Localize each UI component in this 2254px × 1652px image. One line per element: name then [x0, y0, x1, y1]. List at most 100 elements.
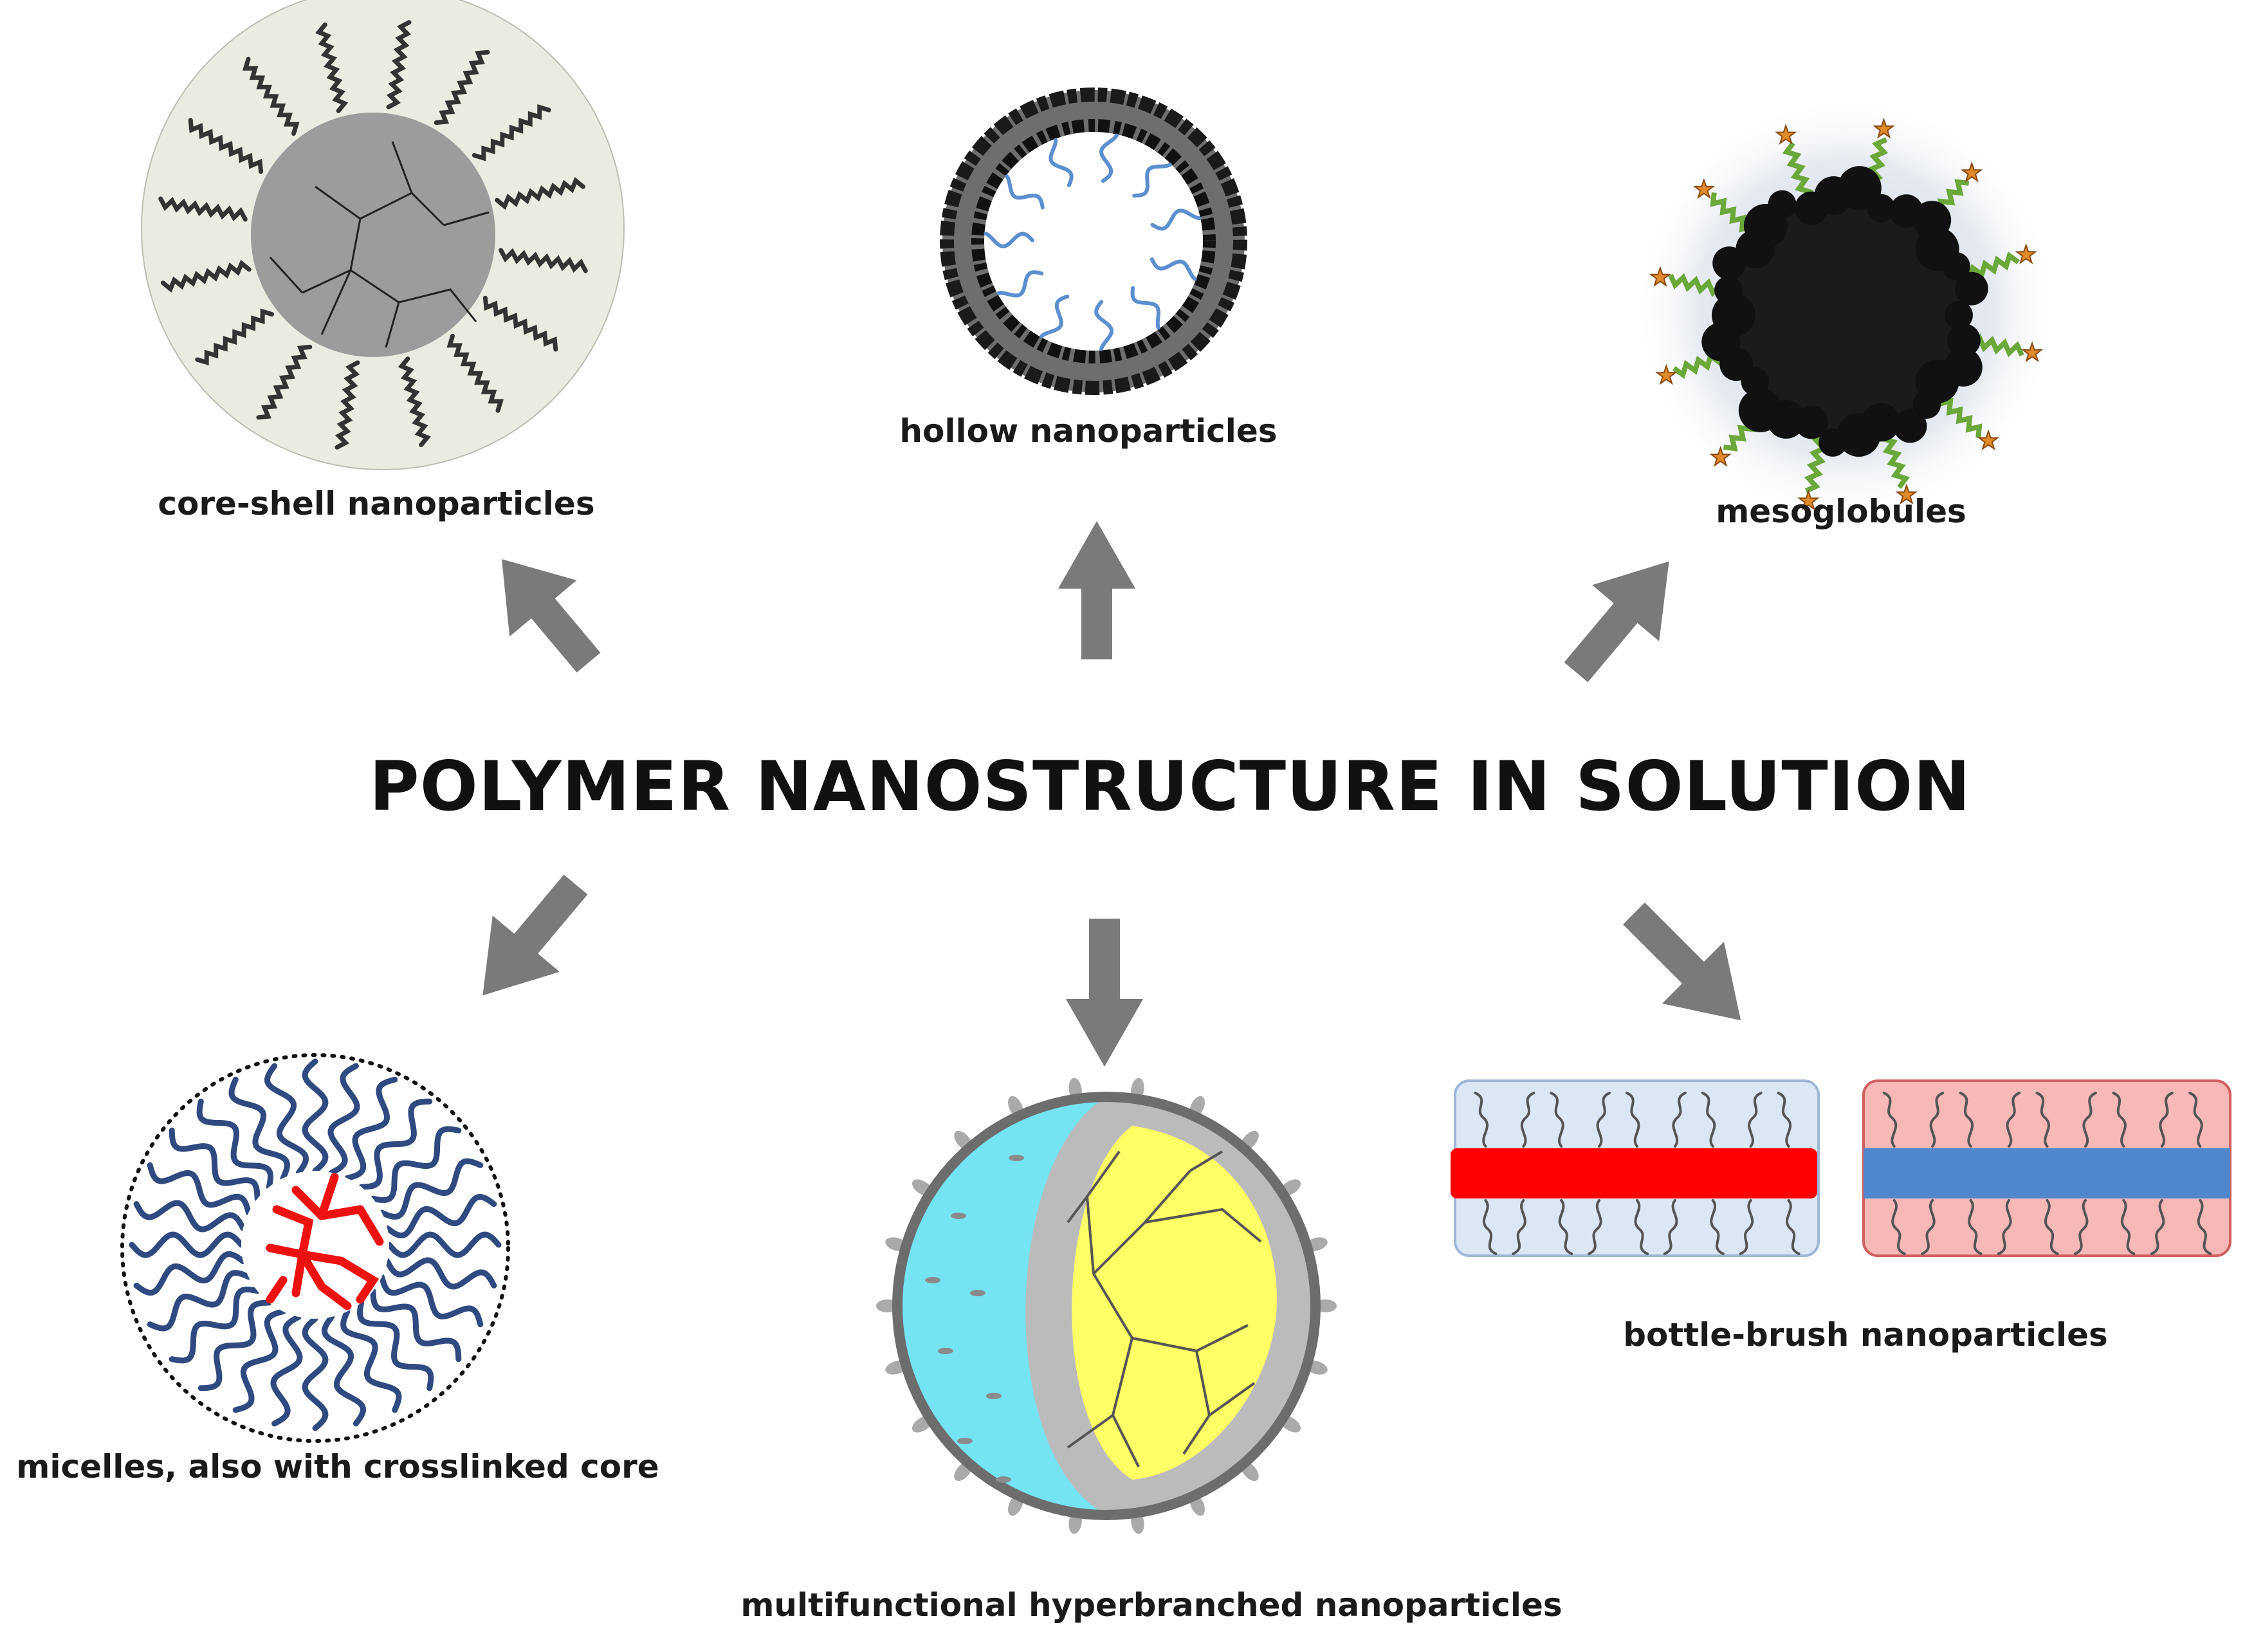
arm-end-star — [1895, 483, 1918, 505]
corona-chain — [169, 1286, 261, 1364]
corona-chain — [232, 1308, 286, 1413]
hyperbranched-outer-ring — [892, 1092, 1321, 1520]
corona-chain — [482, 295, 558, 352]
arrow-to-micelles — [482, 874, 588, 996]
side-chain — [1520, 1092, 1535, 1148]
corona-chain — [370, 1288, 462, 1363]
corona-chain — [196, 1098, 274, 1190]
corona-chain — [197, 1299, 272, 1391]
arrow-to-bottle-brush — [1623, 903, 1741, 1021]
inner-chain — [1150, 208, 1202, 231]
mesoglobules-label: mesoglobules — [1716, 493, 1966, 530]
inner-chain — [1005, 174, 1045, 210]
micelles-label: micelles, also with crosslinked core — [16, 1448, 659, 1485]
cyan-dash — [957, 1438, 973, 1444]
arrow-to-core-shell — [502, 559, 601, 673]
arrow-head — [1592, 561, 1669, 641]
side-chain — [1672, 1092, 1687, 1148]
chain-blob — [1837, 413, 1881, 457]
chain-blob — [1947, 323, 1981, 357]
corona-chain — [386, 20, 412, 109]
side-chain — [2121, 1199, 2136, 1255]
inner-chain — [996, 270, 1044, 298]
core-crosslink — [266, 1276, 288, 1304]
inner-chain — [1099, 133, 1119, 183]
corona-chain — [133, 1251, 246, 1296]
side-chain — [2112, 1092, 2127, 1148]
arm-end-star — [2021, 341, 2044, 363]
corona-chain — [321, 1314, 367, 1427]
bottle-brush-left-side-chains — [1474, 1092, 1800, 1255]
chain-blob — [1941, 252, 1970, 280]
corona-chain — [384, 1257, 497, 1290]
side-chain — [1558, 1199, 1573, 1255]
side-chain — [1891, 1199, 1906, 1255]
arrow-shaft — [510, 874, 588, 959]
hollow-label: hollow nanoparticles — [899, 412, 1278, 450]
arm-end-star — [2015, 243, 2037, 264]
core-crosslink — [272, 1205, 345, 1265]
chain-blob — [1912, 390, 1941, 419]
inner-chain — [1094, 300, 1114, 351]
corona-chain — [434, 50, 490, 125]
micelle-crosslinked-core — [266, 1173, 384, 1310]
arrow-head — [502, 559, 577, 637]
corona-chain — [495, 177, 586, 210]
chain-blob — [1819, 428, 1847, 457]
inner-chain — [1130, 286, 1160, 330]
arrow-to-mesoglobules — [1564, 561, 1669, 683]
core-shell-corona-chains — [158, 20, 588, 450]
corona-chain — [243, 57, 300, 136]
side-chain — [1701, 1092, 1716, 1148]
side-chain — [1634, 1199, 1649, 1255]
corona-chain — [256, 344, 313, 420]
core-shell-label: core-shell nanoparticles — [158, 485, 595, 522]
bottle-brush-label: bottle-brush nanoparticles — [1623, 1316, 2108, 1354]
side-chain — [2073, 1199, 2089, 1255]
side-chain — [2006, 1092, 2021, 1148]
corona-chain — [386, 1231, 502, 1258]
hyperbranched-branches — [1067, 1150, 1262, 1467]
inner-chain — [1049, 138, 1074, 187]
core-shell-illustration — [141, 0, 625, 470]
hyperbranched-illustration — [876, 1078, 1337, 1534]
cyan-dash — [970, 1290, 985, 1296]
corona-chain — [472, 104, 551, 161]
corona-chain — [499, 248, 588, 273]
arm-end-star — [1873, 117, 1895, 139]
side-chain — [1929, 1092, 1945, 1148]
arrow-shaft — [1089, 919, 1120, 1005]
side-chain — [1777, 1092, 1791, 1148]
side-chain — [2197, 1199, 2212, 1255]
micelle-corona-chains — [129, 1058, 502, 1431]
corona-chain — [228, 1076, 290, 1181]
arrow-shaft — [1564, 598, 1642, 683]
core-shell-core — [251, 113, 495, 357]
side-chain — [1882, 1092, 1898, 1148]
corona-chain — [270, 1314, 303, 1427]
arrow-head — [1066, 999, 1143, 1067]
cyan-dash — [925, 1277, 940, 1283]
side-chain — [1512, 1199, 1526, 1255]
side-chain — [1710, 1199, 1725, 1255]
side-chain — [1959, 1092, 1974, 1148]
side-chain — [1748, 1092, 1763, 1148]
arrow-shaft — [1623, 903, 1709, 988]
side-chain — [1968, 1199, 1983, 1255]
side-chain — [1474, 1092, 1489, 1148]
arrow-shaft — [1081, 582, 1112, 659]
hollow-shell-chains — [940, 87, 1247, 395]
corona-chain — [356, 1299, 434, 1391]
corona-chain — [379, 1274, 484, 1328]
micelle-illustration — [120, 1053, 510, 1443]
arrow-shaft — [527, 593, 601, 673]
chain-blob — [1893, 409, 1927, 443]
corona-chain — [188, 118, 264, 174]
arrow-head — [482, 915, 560, 996]
cyan-dash — [986, 1393, 1002, 1399]
side-chain — [2044, 1199, 2059, 1255]
mesoglobule-core — [1727, 196, 1965, 434]
cyan-dash — [996, 1476, 1011, 1483]
core-crosslink — [356, 1205, 384, 1246]
mesoglobule-illustration — [1634, 96, 2058, 521]
